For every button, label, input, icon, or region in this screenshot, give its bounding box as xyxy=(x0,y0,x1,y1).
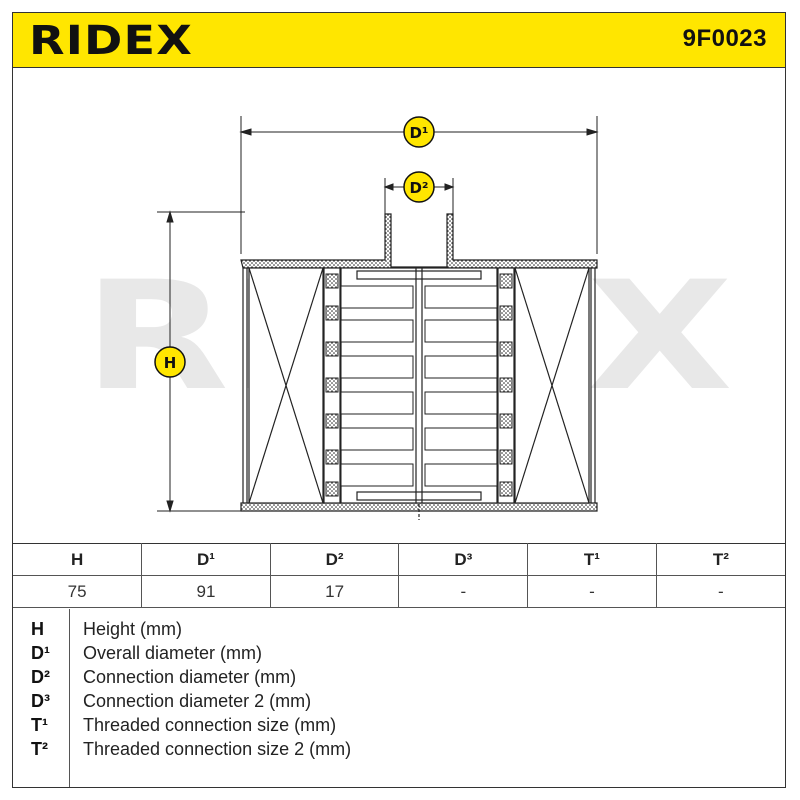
table-cell: - xyxy=(527,575,657,608)
filter-support-rings xyxy=(325,273,513,497)
legend-description: Threaded connection size (mm) xyxy=(83,715,337,735)
table-header-cell: T² xyxy=(655,543,785,576)
legend-item: T² Threaded connection size 2 (mm) xyxy=(13,739,785,763)
legend-description: Connection diameter 2 (mm) xyxy=(83,691,312,711)
table-row: 75 91 17 - - - xyxy=(13,575,785,608)
datasheet-frame: RIDEX 9F0023 RIDEX xyxy=(12,12,786,788)
legend-item: D³ Connection diameter 2 (mm) xyxy=(13,691,785,715)
table-cell: - xyxy=(398,575,529,608)
legend-divider xyxy=(69,609,70,787)
table-header-row: H D¹ D² D³ T¹ T² xyxy=(13,543,785,576)
legend-symbol: D³ xyxy=(31,691,50,711)
d1-badge: D¹ xyxy=(403,116,435,148)
legend: H Height (mm) D¹ Overall diameter (mm) D… xyxy=(13,609,785,787)
brand-logo: RIDEX xyxy=(29,18,193,60)
legend-symbol: T¹ xyxy=(31,715,48,735)
legend-symbol: D¹ xyxy=(31,643,50,663)
table-header-cell: T¹ xyxy=(527,543,657,576)
h-badge: H xyxy=(154,346,186,378)
legend-symbol: H xyxy=(31,619,44,639)
filter-slots xyxy=(340,285,498,487)
header-bar: RIDEX 9F0023 xyxy=(13,13,785,68)
legend-symbol: D² xyxy=(31,667,50,687)
h-badge-label: H xyxy=(164,354,177,372)
brand-logo-text: RIDEX xyxy=(29,18,193,60)
legend-symbol: T² xyxy=(31,739,48,759)
dimensions-table: H D¹ D² D³ T¹ T² 75 91 17 - - - xyxy=(13,543,785,608)
table-cell: 91 xyxy=(141,575,271,608)
d2-dimension xyxy=(383,178,455,214)
table-header-cell: H xyxy=(13,543,143,576)
legend-item: T¹ Threaded connection size (mm) xyxy=(13,715,785,739)
technical-drawing: RIDEX xyxy=(83,116,733,520)
table-cell: 17 xyxy=(269,575,400,608)
d1-badge-label: D¹ xyxy=(409,124,428,142)
legend-description: Overall diameter (mm) xyxy=(83,643,263,663)
legend-item: H Height (mm) xyxy=(13,619,785,643)
table-cell: 75 xyxy=(13,575,143,608)
legend-description: Connection diameter (mm) xyxy=(83,667,297,687)
d2-badge-label: D² xyxy=(409,179,428,197)
table-header-cell: D² xyxy=(269,543,400,576)
legend-item: D¹ Overall diameter (mm) xyxy=(13,643,785,667)
table-header-cell: D³ xyxy=(398,543,529,576)
table-cell: - xyxy=(655,575,785,608)
legend-item: D² Connection diameter (mm) xyxy=(13,667,785,691)
legend-description: Height (mm) xyxy=(83,619,183,639)
part-number: 9F0023 xyxy=(682,25,767,52)
legend-description: Threaded connection size 2 (mm) xyxy=(83,739,352,759)
table-header-cell: D¹ xyxy=(141,543,271,576)
d2-badge: D² xyxy=(403,171,435,203)
